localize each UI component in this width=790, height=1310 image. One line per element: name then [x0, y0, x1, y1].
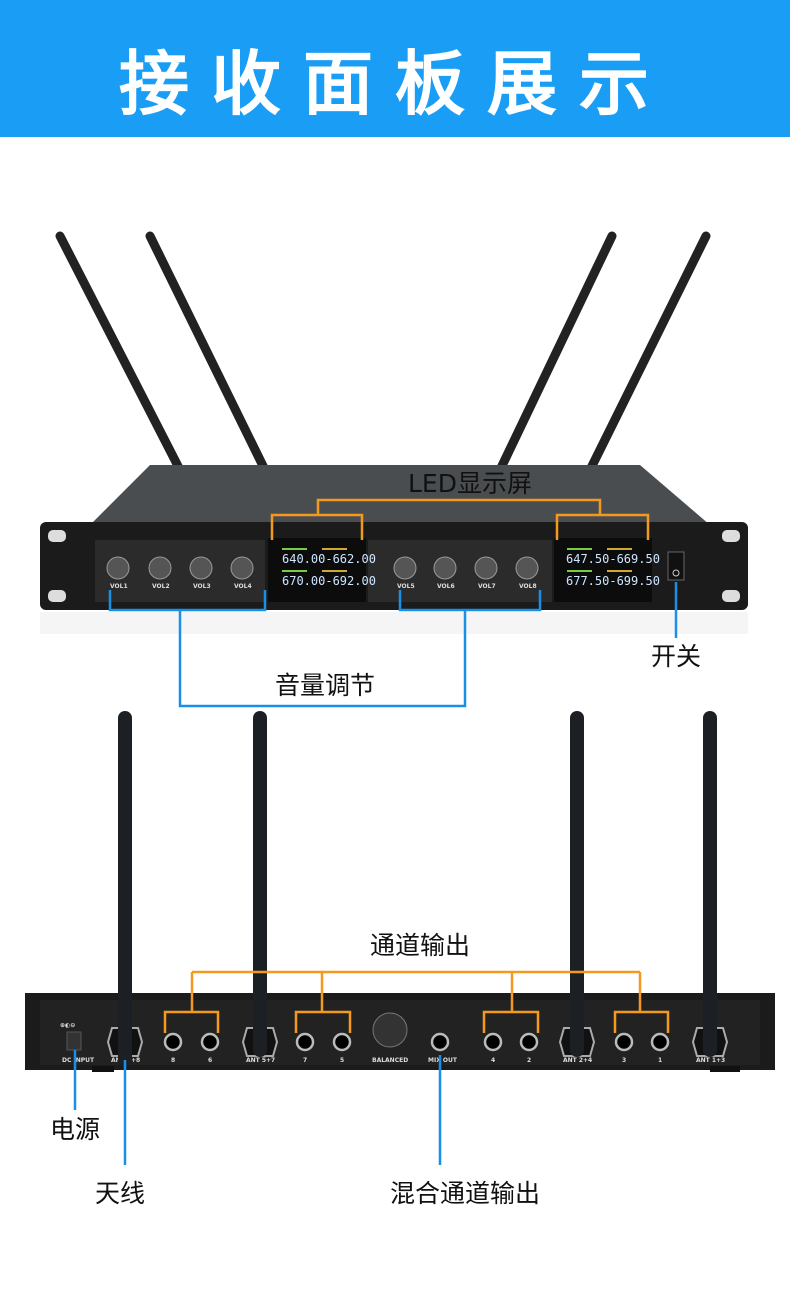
svg-text:VOL2: VOL2: [152, 583, 170, 590]
knob-vol6[interactable]: VOL6: [433, 556, 457, 590]
svg-text:BALANCED: BALANCED: [372, 1057, 408, 1064]
volume-callout-lines: [108, 582, 678, 708]
svg-text:VOL3: VOL3: [193, 583, 211, 590]
back-blue-callout-lines: [73, 1050, 442, 1165]
knob-vol8[interactable]: VOL8: [515, 556, 539, 590]
led-display-1: 640.00-662.00 670.00-692.00: [282, 548, 376, 588]
back-antennas: [118, 711, 717, 1067]
power-switch[interactable]: [667, 551, 685, 581]
svg-text:3: 3: [622, 1057, 626, 1064]
channel-out-callout-lines: [163, 970, 670, 1033]
svg-text:5: 5: [340, 1057, 344, 1064]
dc-input-jack: [66, 1031, 82, 1051]
output-jacks: [163, 1032, 670, 1052]
svg-text:VOL4: VOL4: [234, 583, 252, 590]
antenna-label: 天线: [95, 1179, 145, 1208]
volume-label: 音量调节: [275, 671, 375, 700]
back-unit: ⊕◐⊖ DC INPUT ANT 6+8 ANT 5+7 ANT 2+4 ANT…: [25, 993, 775, 1072]
power-label: 电源: [50, 1115, 100, 1144]
led-callout-lines: [270, 498, 650, 540]
svg-text:ANT 5+7: ANT 5+7: [246, 1057, 275, 1064]
led-display-label: LED显示屏: [408, 469, 532, 498]
svg-text:6: 6: [208, 1057, 212, 1064]
svg-text:ANT 2+4: ANT 2+4: [563, 1057, 592, 1064]
switch-label: 开关: [651, 642, 701, 671]
volume-knobs: VOL1 VOL2 VOL3 VOL4 VOL5 VOL6 VOL7 VOL8: [106, 556, 539, 590]
knob-vol1[interactable]: VOL1: [106, 556, 130, 590]
svg-text:677.50-699.50: 677.50-699.50: [566, 574, 660, 588]
mix-out-label: 混合通道输出: [390, 1179, 540, 1208]
svg-text:640.00-662.00: 640.00-662.00: [282, 552, 376, 566]
svg-text:VOL6: VOL6: [437, 583, 455, 590]
front-unit: [40, 465, 748, 634]
svg-text:ANT 1+3: ANT 1+3: [696, 1057, 725, 1064]
svg-text:670.00-692.00: 670.00-692.00: [282, 574, 376, 588]
svg-text:VOL1: VOL1: [110, 583, 128, 590]
svg-text:8: 8: [171, 1057, 175, 1064]
svg-text:2: 2: [527, 1057, 531, 1064]
knob-vol3[interactable]: VOL3: [189, 556, 213, 590]
svg-text:1: 1: [658, 1057, 662, 1064]
svg-text:MIX OUT: MIX OUT: [428, 1057, 458, 1064]
knob-vol7[interactable]: VOL7: [474, 556, 498, 590]
svg-text:DC INPUT: DC INPUT: [62, 1057, 95, 1064]
front-antennas: [55, 231, 711, 475]
svg-text:VOL7: VOL7: [478, 583, 496, 590]
svg-text:VOL8: VOL8: [519, 583, 537, 590]
dc-polarity-icon: ⊕◐⊖: [60, 1022, 75, 1029]
knob-vol5[interactable]: VOL5: [393, 556, 417, 590]
xlr-balanced-connector: [372, 1012, 408, 1048]
svg-text:647.50-669.50: 647.50-669.50: [566, 552, 660, 566]
svg-text:7: 7: [303, 1057, 307, 1064]
channel-out-label: 通道输出: [370, 931, 470, 960]
knob-vol2[interactable]: VOL2: [148, 556, 172, 590]
led-display-2: 647.50-669.50 677.50-699.50: [566, 548, 660, 588]
knob-vol4[interactable]: VOL4: [230, 556, 254, 590]
header-banner: 接收面板展示: [0, 0, 790, 137]
svg-text:VOL5: VOL5: [397, 583, 415, 590]
page-title: 接收面板展示: [119, 43, 671, 125]
svg-text:4: 4: [491, 1057, 495, 1064]
